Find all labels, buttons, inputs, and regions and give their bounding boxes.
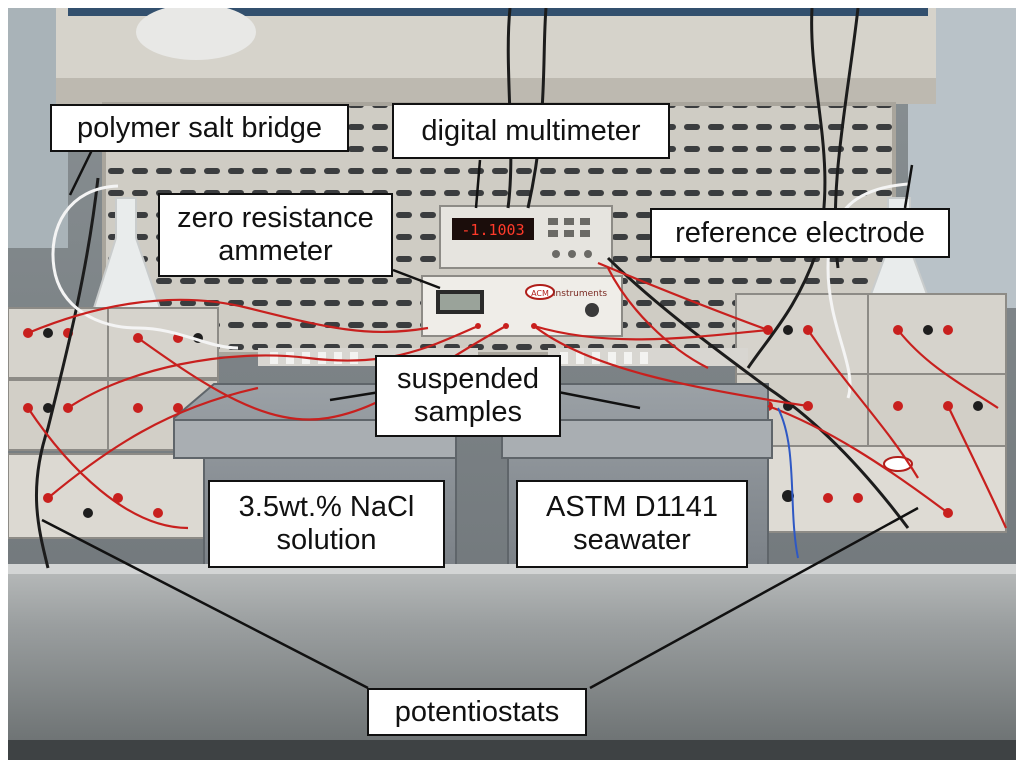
label-zero-resistance-ammeter: zero resistance ammeter bbox=[158, 193, 393, 277]
multimeter-display bbox=[452, 218, 534, 240]
label-suspended-samples: suspended samples bbox=[375, 355, 561, 437]
ammeter-maker: Instruments bbox=[553, 289, 608, 299]
multimeter-readout: -1.1003 bbox=[461, 221, 524, 239]
label-potentiostats: potentiostats bbox=[367, 688, 587, 736]
lamp bbox=[136, 8, 256, 60]
label-nacl-solution: 3.5wt.% NaCl solution bbox=[208, 480, 445, 568]
label-astm-seawater: ASTM D1141 seawater bbox=[516, 480, 748, 568]
label-polymer-salt-bridge: polymer salt bridge bbox=[50, 104, 349, 152]
label-reference-electrode: reference electrode bbox=[650, 208, 950, 258]
salt-bridge-tubing bbox=[51, 184, 239, 350]
ammeter-brand: ACM bbox=[531, 289, 549, 298]
label-digital-multimeter: digital multimeter bbox=[392, 103, 670, 159]
